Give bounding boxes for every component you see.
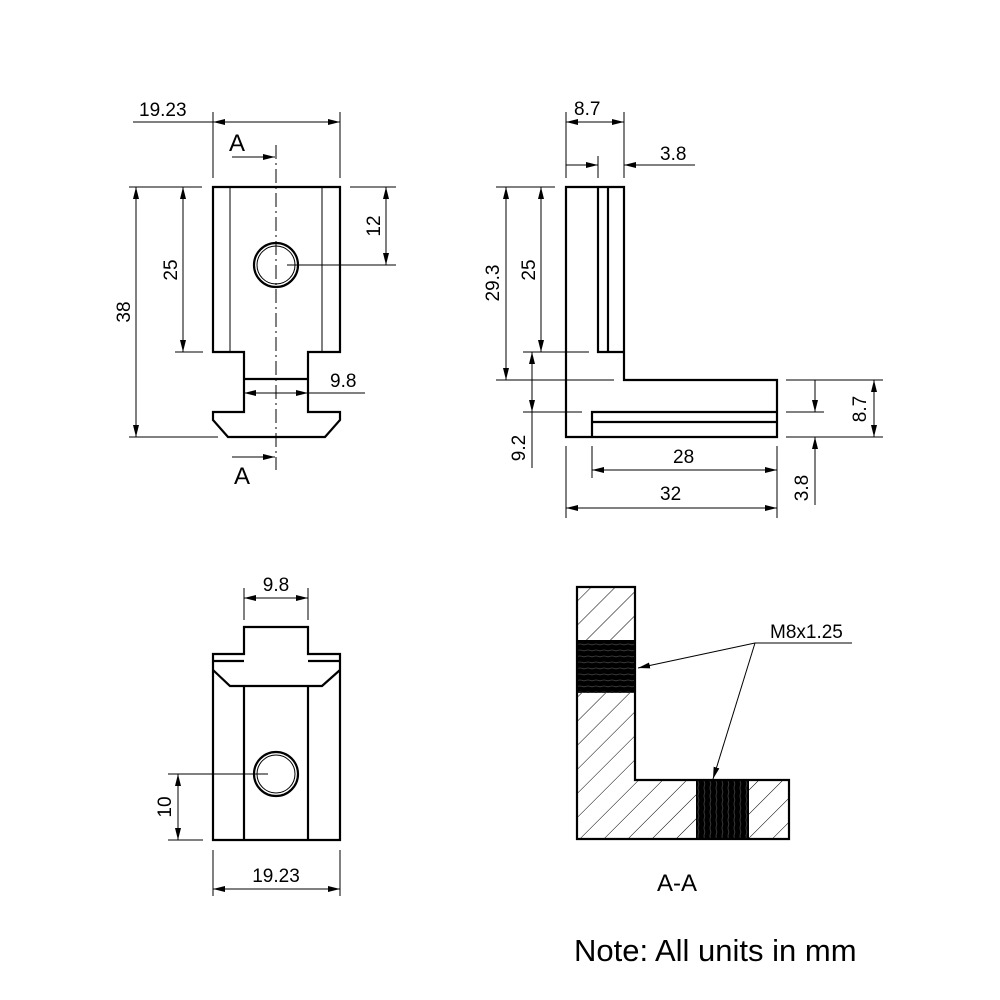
dim-hole-from-bottom-label: 10 — [155, 796, 176, 817]
units-note: Note: All units in mm — [574, 933, 857, 968]
front-outline — [211, 185, 342, 439]
side-outline — [564, 185, 779, 439]
dim-width-label: 19.23 — [139, 100, 187, 121]
dim-top-width-label: 8.7 — [574, 99, 600, 120]
dim-height-body-label: 25 — [161, 259, 182, 280]
section-hatch — [577, 587, 789, 839]
thread-lower — [696, 780, 749, 839]
dim-total-length-label: 32 — [660, 484, 681, 505]
dim-slot-offset-label: 3.8 — [660, 144, 686, 165]
dim-side-slot-label: 25 — [519, 259, 540, 280]
section-label-top: A — [229, 130, 245, 157]
dim-tab-width-label: 9.8 — [263, 575, 289, 596]
dim-bottom-width-label: 19.23 — [252, 866, 300, 887]
dim-neck-label: 9.8 — [330, 371, 356, 392]
section-outline — [575, 585, 791, 841]
dim-height-total-label: 38 — [114, 301, 135, 322]
dim-base-height-label: 8.7 — [850, 396, 871, 422]
front-view: A A 19.23 38 25 12 9.8 — [114, 100, 396, 490]
dim-side-height-label: 29.3 — [483, 265, 504, 302]
section-title: A-A — [657, 870, 697, 897]
dim-gap-label: 9.2 — [509, 435, 530, 461]
section-label-bottom: A — [234, 463, 250, 490]
dim-slot-length-label: 28 — [673, 447, 694, 468]
side-view: 8.7 3.8 29.3 25 9.2 28 32 8.7 3.8 — [483, 99, 883, 518]
bottom-view: 9.8 19.23 10 — [155, 575, 342, 896]
bottom-outline — [211, 625, 342, 842]
dim-hole-label: 12 — [364, 215, 385, 236]
section-view: M8x1.25 A-A — [575, 585, 852, 897]
dim-base-slot-label: 3.8 — [792, 475, 813, 501]
thread-callout: M8x1.25 — [770, 622, 843, 643]
thread-upper — [577, 640, 635, 693]
